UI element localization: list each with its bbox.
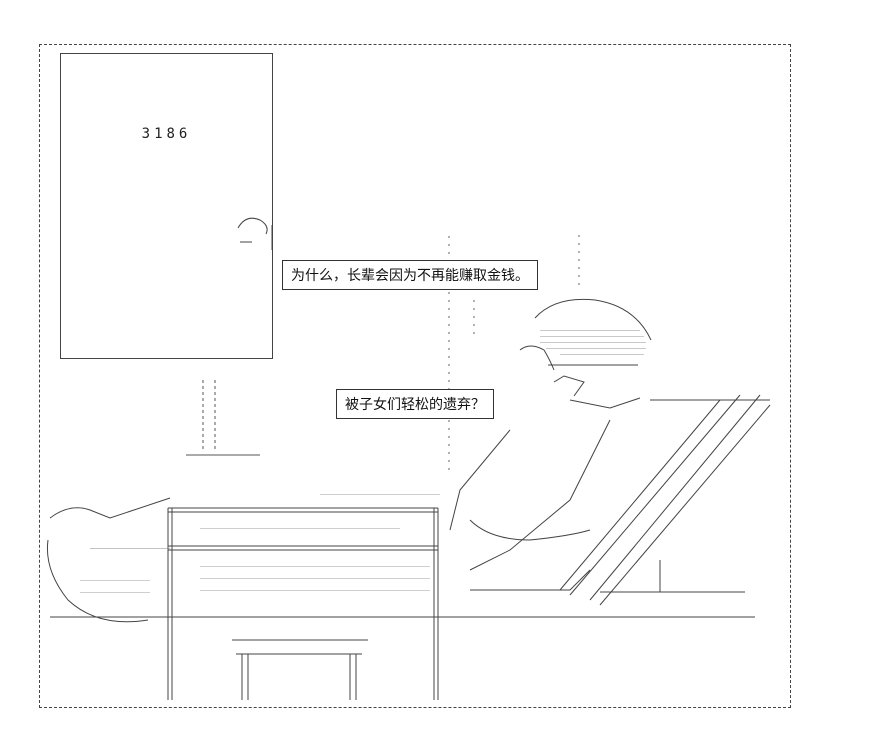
panel-frame — [39, 44, 791, 708]
tv-face-doodle — [237, 217, 273, 250]
hanging-lines — [448, 235, 580, 470]
bed — [46, 497, 439, 700]
blanket-texture — [80, 494, 440, 593]
recliner-chair — [559, 394, 771, 606]
tv-screen: 3186 — [60, 53, 273, 359]
bedside-table — [232, 639, 368, 700]
tv-stand — [186, 380, 260, 456]
speech-bubble-2: 被子女们轻松的遗弃？ — [336, 389, 494, 419]
floor — [50, 591, 755, 618]
speech-bubble-1: 为什么，长辈会因为不再能赚取金钱。 — [282, 260, 538, 290]
hair-texture — [540, 330, 646, 355]
reclining-figure — [449, 298, 652, 591]
tv-number: 3186 — [141, 126, 192, 142]
